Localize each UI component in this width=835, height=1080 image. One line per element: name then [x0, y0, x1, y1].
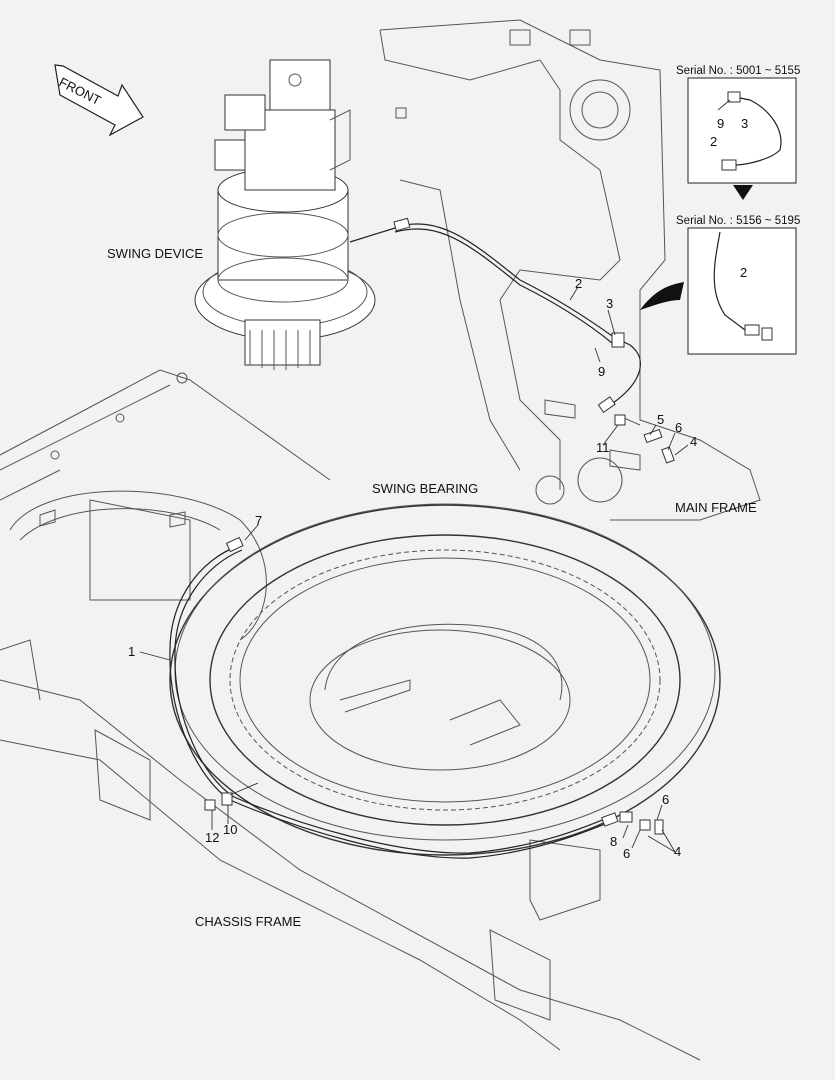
inset-serial-5001: Serial No. : 5001 ~ 5155 9 3 2 — [676, 65, 800, 184]
callout-8: 8 — [610, 834, 617, 849]
swing-bearing-label: SWING BEARING — [372, 481, 478, 496]
callout-1: 1 — [128, 644, 135, 659]
callout-12: 12 — [205, 830, 219, 845]
callout-5: 5 — [657, 412, 664, 427]
swing-device — [194, 59, 376, 370]
callout-9: 9 — [598, 364, 605, 379]
inset-top-serial: Serial No. : 5001 ~ 5155 — [676, 65, 800, 77]
inset-bottom-serial: Serial No. : 5156 ~ 5195 — [676, 215, 800, 227]
callout-4-bottom: 4 — [674, 844, 681, 859]
inset-top-callout-9: 9 — [717, 116, 724, 131]
inset-top-callout-2: 2 — [710, 134, 717, 149]
leader-lines — [139, 99, 731, 853]
callout-7: 7 — [255, 513, 262, 528]
callout-11: 11 — [596, 440, 610, 455]
callout-6-bottom: 6 — [623, 846, 630, 861]
callout-6-top: 6 — [675, 420, 682, 435]
callout-10: 10 — [223, 822, 237, 837]
callout-4-top: 4 — [690, 434, 697, 449]
swing-device-label: SWING DEVICE — [107, 246, 203, 261]
inset-top-callout-3: 3 — [741, 116, 748, 131]
section-labels: SWING DEVICE SWING BEARING MAIN FRAME CH… — [107, 246, 757, 929]
callout-6-right: 6 — [662, 792, 669, 807]
inset-serial-5156: Serial No. : 5156 ~ 5195 2 — [676, 215, 800, 355]
chassis-frame-structure — [0, 369, 701, 1061]
callout-2: 2 — [575, 276, 582, 291]
hose-assemblies — [169, 217, 675, 859]
main-frame-label: MAIN FRAME — [675, 500, 757, 515]
main-frame-structure — [379, 19, 761, 521]
callout-numbers: 2 3 9 5 6 4 11 7 1 12 10 6 8 6 4 — [128, 276, 697, 861]
inset-bottom-callout-2: 2 — [740, 265, 747, 280]
inset-arrow-down — [733, 185, 753, 200]
inset-pointer-arrow — [640, 282, 684, 310]
callout-3: 3 — [606, 296, 613, 311]
chassis-frame-label: CHASSIS FRAME — [195, 914, 302, 929]
swing-bearing — [169, 503, 721, 856]
